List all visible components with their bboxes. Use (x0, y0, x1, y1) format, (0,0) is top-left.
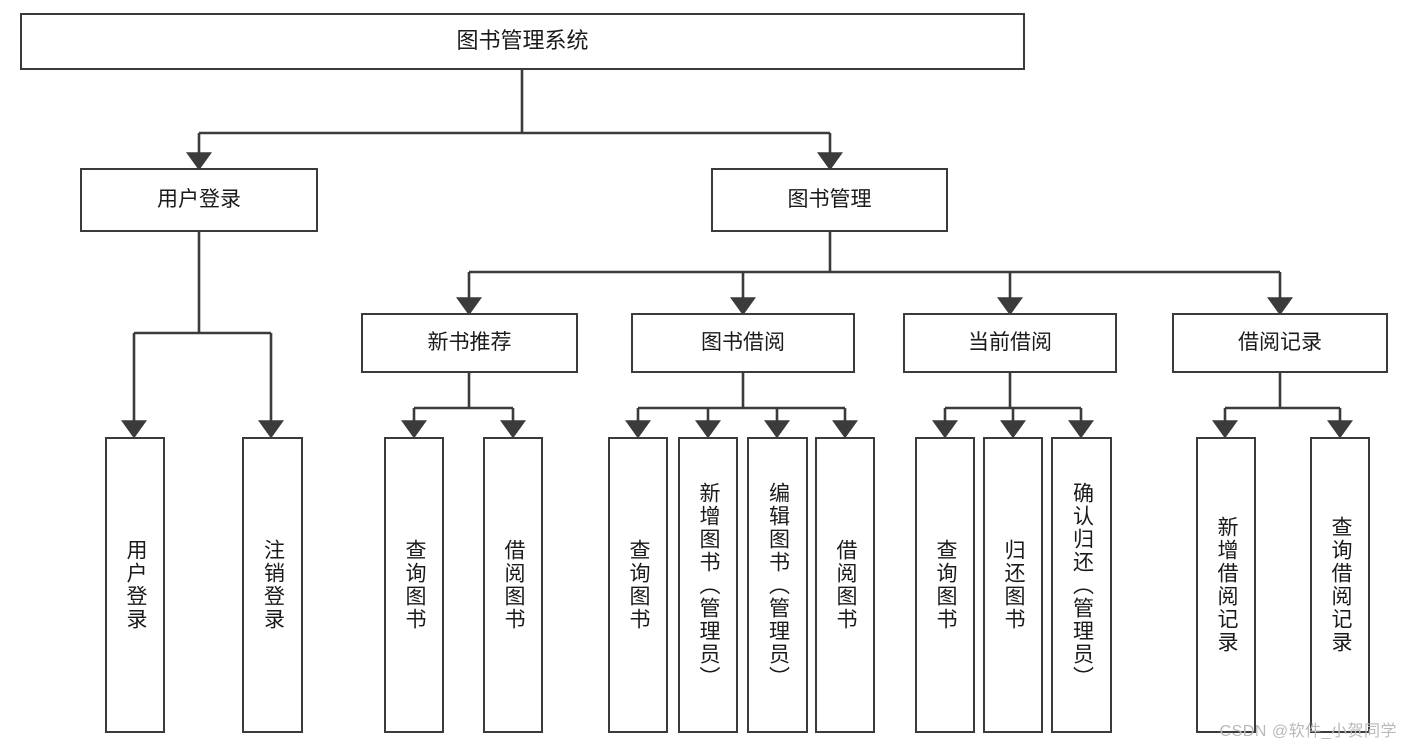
leaf-confirm-return-admin[interactable]: 确认归还（管理员） (1051, 437, 1112, 733)
node-new-book-recommend-label: 新书推荐 (427, 331, 512, 355)
node-user-login-label: 用户登录 (157, 188, 241, 212)
node-current-borrow-label: 当前借阅 (968, 331, 1052, 355)
leaf-user-login-label: 用户登录 (124, 539, 148, 631)
node-book-borrow-label: 图书借阅 (701, 331, 785, 355)
node-current-borrow[interactable]: 当前借阅 (903, 313, 1117, 373)
leaf-borrow-book-recommend[interactable]: 借阅图书 (483, 437, 543, 733)
leaf-borrow-book-label: 借阅图书 (834, 539, 858, 631)
leaf-query-borrow-record-label: 查询借阅记录 (1329, 516, 1353, 654)
node-book-management[interactable]: 图书管理 (711, 168, 948, 232)
leaf-query-book-current[interactable]: 查询图书 (915, 437, 975, 733)
leaf-logout[interactable]: 注销登录 (242, 437, 303, 733)
leaf-query-book-borrow[interactable]: 查询图书 (608, 437, 668, 733)
watermark: CSDN @软件_小贺同学 (1219, 723, 1397, 740)
node-book-borrow[interactable]: 图书借阅 (631, 313, 855, 373)
leaf-query-borrow-record[interactable]: 查询借阅记录 (1310, 437, 1370, 733)
leaf-add-borrow-record-label: 新增借阅记录 (1215, 516, 1239, 654)
node-borrow-records[interactable]: 借阅记录 (1172, 313, 1388, 373)
node-root[interactable]: 图书管理系统 (20, 13, 1025, 70)
node-book-management-label: 图书管理 (787, 188, 872, 212)
leaf-borrow-book[interactable]: 借阅图书 (815, 437, 875, 733)
leaf-return-book-label: 归还图书 (1002, 539, 1026, 631)
leaf-borrow-book-recommend-label: 借阅图书 (502, 539, 526, 631)
leaf-query-book-borrow-label: 查询图书 (627, 539, 651, 631)
leaf-confirm-return-admin-label: 确认归还（管理员） (1070, 481, 1094, 689)
leaf-query-book-recommend-label: 查询图书 (403, 539, 427, 631)
leaf-logout-label: 注销登录 (261, 539, 285, 631)
leaf-add-book-admin[interactable]: 新增图书（管理员） (678, 437, 738, 733)
node-new-book-recommend[interactable]: 新书推荐 (361, 313, 578, 373)
leaf-query-book-current-label: 查询图书 (934, 539, 958, 631)
leaf-add-borrow-record[interactable]: 新增借阅记录 (1196, 437, 1256, 733)
node-borrow-records-label: 借阅记录 (1238, 331, 1322, 355)
leaf-return-book[interactable]: 归还图书 (983, 437, 1043, 733)
node-root-label: 图书管理系统 (456, 28, 589, 54)
leaf-edit-book-admin-label: 编辑图书（管理员） (766, 481, 790, 689)
leaf-user-login[interactable]: 用户登录 (105, 437, 165, 733)
node-user-login[interactable]: 用户登录 (80, 168, 318, 232)
leaf-query-book-recommend[interactable]: 查询图书 (384, 437, 444, 733)
leaf-add-book-admin-label: 新增图书（管理员） (697, 481, 721, 689)
leaf-edit-book-admin[interactable]: 编辑图书（管理员） (747, 437, 808, 733)
